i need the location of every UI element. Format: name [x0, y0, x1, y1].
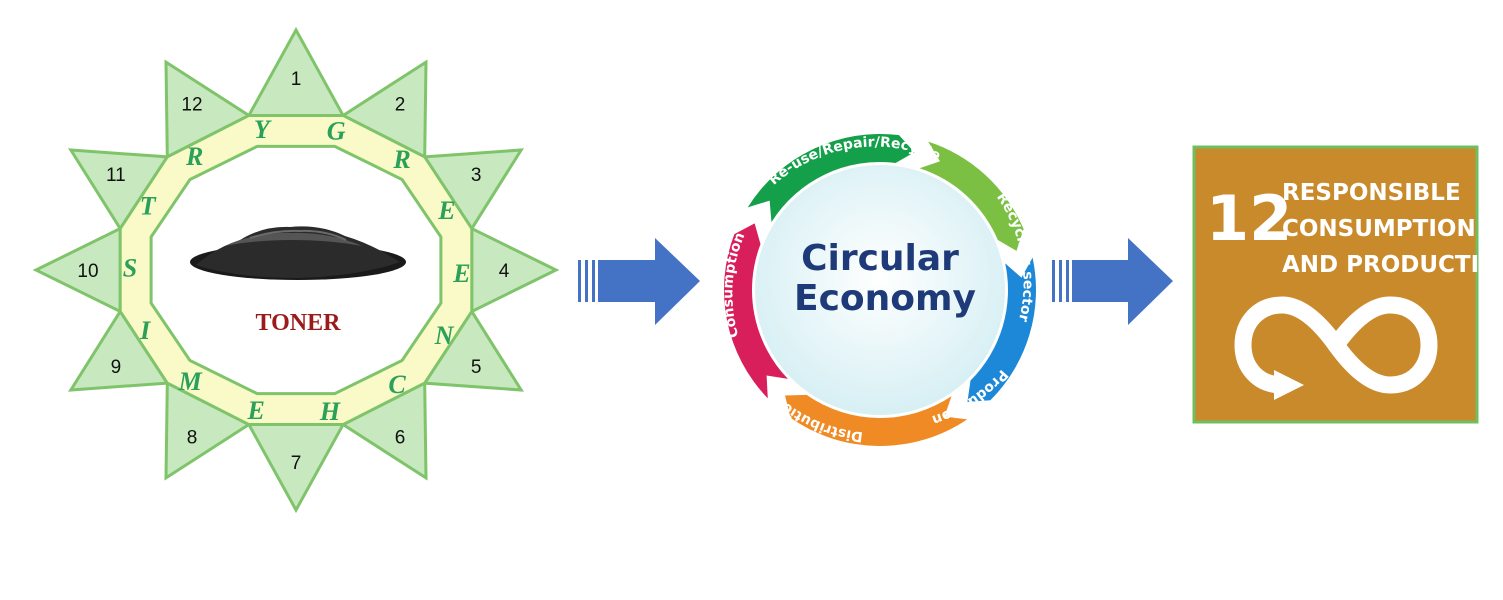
star-number-2: 2: [395, 95, 406, 116]
ring-letter: E: [246, 396, 264, 425]
ring-letter: E: [452, 259, 470, 288]
ce-inner-circle: [755, 165, 1005, 415]
ring-letter: M: [178, 367, 203, 396]
infinity-loop-icon: [1234, 296, 1438, 400]
ring-letter: H: [319, 397, 341, 426]
star-number-12: 12: [181, 95, 202, 116]
star-number-3: 3: [471, 165, 482, 186]
star-number-10: 10: [77, 261, 98, 282]
ce-segment-1: [747, 133, 915, 223]
ce-segment-2: [919, 141, 1024, 251]
star-number-9: 9: [111, 357, 122, 378]
ce-segments: [723, 133, 1036, 447]
arrow-to-sdg: [1052, 238, 1173, 325]
ce-segment-4: [784, 394, 968, 447]
star-number-4: 4: [499, 261, 510, 282]
star-point-4: [470, 226, 560, 314]
circular-economy-diagram: Re-use/Repair/Recycle Recycling sector P…: [720, 133, 1037, 447]
star-number-1: 1: [291, 69, 302, 90]
star-number-5: 5: [471, 357, 482, 378]
ce-title-line1: Circular: [801, 238, 959, 279]
toner-powder-image: [190, 226, 406, 280]
star-number-11: 11: [106, 165, 126, 186]
ring-letter: G: [327, 116, 346, 145]
ring-letter: T: [140, 191, 157, 220]
ring-letter: C: [388, 370, 406, 399]
ring-letter: N: [434, 321, 455, 350]
sdg-title-line2: CONSUMPTION: [1282, 216, 1476, 242]
star-number-6: 6: [395, 427, 406, 448]
ring-letter: Y: [254, 115, 272, 144]
toner-label: TONER: [256, 310, 342, 336]
sdg-title-line1: RESPONSIBLE: [1282, 180, 1461, 206]
ring-letter: R: [392, 145, 410, 174]
star-number-8: 8: [187, 427, 198, 448]
arrow-to-circular-economy: [578, 238, 700, 325]
sdg-title-line3: AND PRODUCTION: [1282, 252, 1503, 278]
ce-title-line2: Economy: [794, 278, 976, 319]
ring-letter: R: [185, 142, 203, 171]
ce-segment-5: [723, 223, 788, 399]
ring-letter: E: [437, 196, 455, 225]
star-number-7: 7: [291, 453, 302, 474]
sdg-number: 12: [1206, 182, 1292, 255]
ce-segment-3: [967, 257, 1036, 402]
ring-letter: I: [139, 316, 151, 345]
star-points: [32, 26, 560, 514]
ring-letter: S: [123, 253, 137, 282]
sdg-12-tile: 12 RESPONSIBLE CONSUMPTION AND PRODUCTIO…: [1192, 145, 1503, 424]
